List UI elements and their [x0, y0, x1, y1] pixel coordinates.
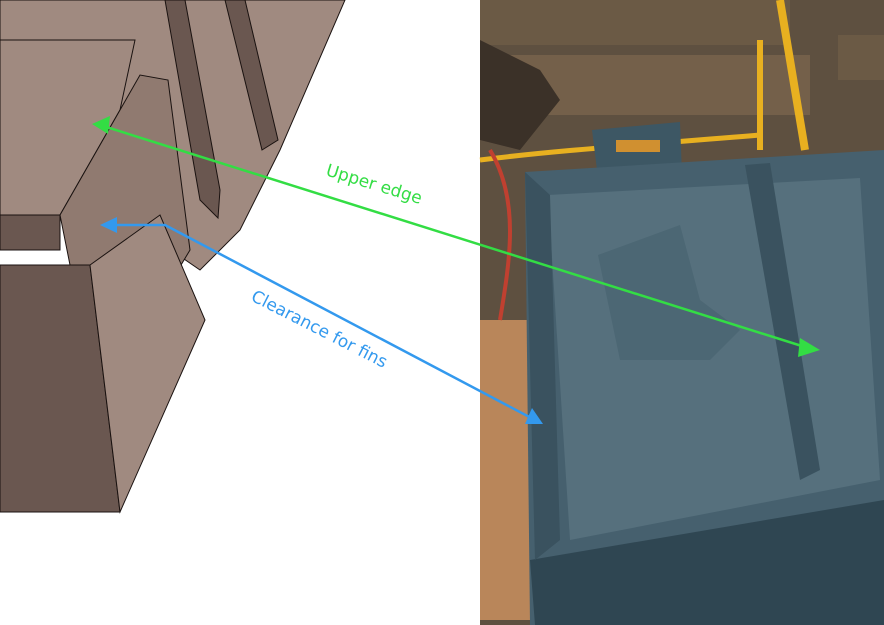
yellow-rail — [776, 0, 809, 151]
wood-slat-3 — [838, 35, 884, 80]
cad-rib-2 — [224, 0, 279, 151]
box-front-wall — [530, 500, 884, 625]
upper-edge-arrow-line — [99, 123, 806, 349]
cad-render-panel — [0, 0, 346, 514]
clearance-arrowhead-right — [525, 408, 543, 424]
clearance-arrowhead-left — [100, 217, 117, 233]
tool-handle — [480, 40, 560, 150]
cad-upper-ledge-front — [0, 214, 61, 251]
box-divider — [745, 163, 820, 480]
box-left-wall — [525, 172, 560, 560]
upper-edge-arrowhead-right — [798, 338, 820, 357]
photo-panel — [479, 0, 884, 625]
upper-edge-arrowhead-left — [92, 116, 110, 134]
box-raised-plate — [598, 225, 740, 360]
cad-lower-block-side — [89, 214, 206, 514]
clearance-arrow-line — [110, 223, 536, 422]
wood-slat-1 — [480, 0, 790, 45]
box-floor — [548, 178, 880, 540]
cad-rib-1 — [164, 0, 221, 220]
box-tab-slot — [616, 140, 660, 152]
